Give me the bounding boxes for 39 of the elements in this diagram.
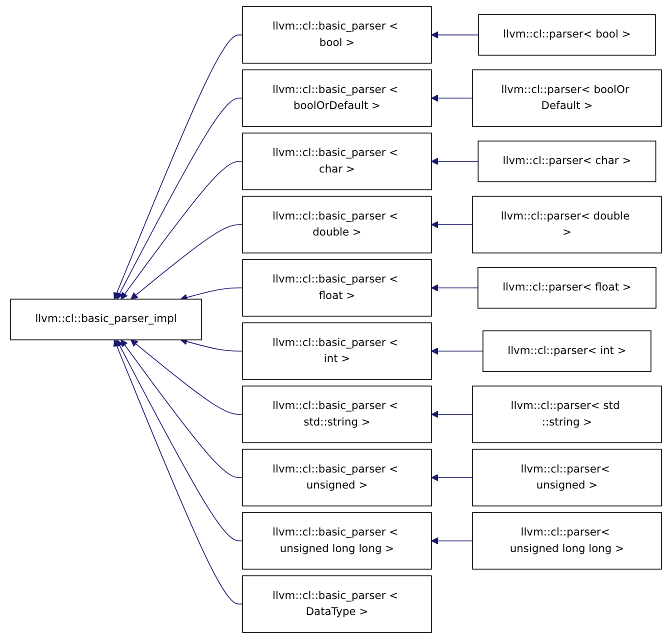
arrow xyxy=(431,284,478,292)
arrow xyxy=(431,474,473,482)
node-box: llvm::cl::basic_parser < double > xyxy=(242,196,432,254)
node-box: llvm::cl::basic_parser < boolOrDefault > xyxy=(242,69,432,127)
node-box: llvm::cl::parser< boolOr Default > xyxy=(472,69,662,127)
arrow xyxy=(116,340,243,542)
node-box: llvm::cl::parser< float > xyxy=(478,267,656,309)
arrow xyxy=(120,340,243,478)
arrow xyxy=(130,224,243,300)
arrow xyxy=(180,338,243,352)
node-box: llvm::cl::basic_parser < std::string > xyxy=(242,386,432,444)
node-box: llvm::cl::parser< int > xyxy=(482,330,652,372)
arrow xyxy=(113,340,243,604)
arrow xyxy=(431,31,479,39)
node-box: llvm::cl::basic_parser < float > xyxy=(242,259,432,317)
arrow xyxy=(431,94,473,102)
node-box: llvm::cl::parser< unsigned long long > xyxy=(472,512,662,570)
arrow xyxy=(120,160,243,300)
node-box: llvm::cl::parser< std ::string > xyxy=(472,386,662,444)
node-box: llvm::cl::parser< char > xyxy=(478,140,656,182)
node-box: llvm::cl::basic_parser < char > xyxy=(242,132,432,190)
node-box: llvm::cl::basic_parser < DataType > xyxy=(242,575,432,633)
node-box: llvm::cl::basic_parser < unsigned long long > xyxy=(242,512,432,570)
arrow xyxy=(180,287,243,301)
arrow xyxy=(431,158,479,165)
arrow xyxy=(431,410,473,418)
arrow xyxy=(431,537,473,544)
node-box: llvm::cl::parser< unsigned > xyxy=(472,448,662,506)
node-box: llvm::cl::parser< bool > xyxy=(478,14,656,56)
arrow xyxy=(116,98,243,300)
node-box: llvm::cl::basic_parser_impl xyxy=(10,298,202,340)
arrow xyxy=(130,340,243,415)
arrow xyxy=(431,348,484,355)
node-box: llvm::cl::parser< double > xyxy=(472,196,662,254)
node-box: llvm::cl::basic_parser < bool > xyxy=(242,6,432,64)
arrow xyxy=(431,221,473,228)
arrow xyxy=(113,34,243,300)
node-box: llvm::cl::basic_parser < unsigned > xyxy=(242,448,432,506)
node-box: llvm::cl::basic_parser < int > xyxy=(242,322,432,380)
